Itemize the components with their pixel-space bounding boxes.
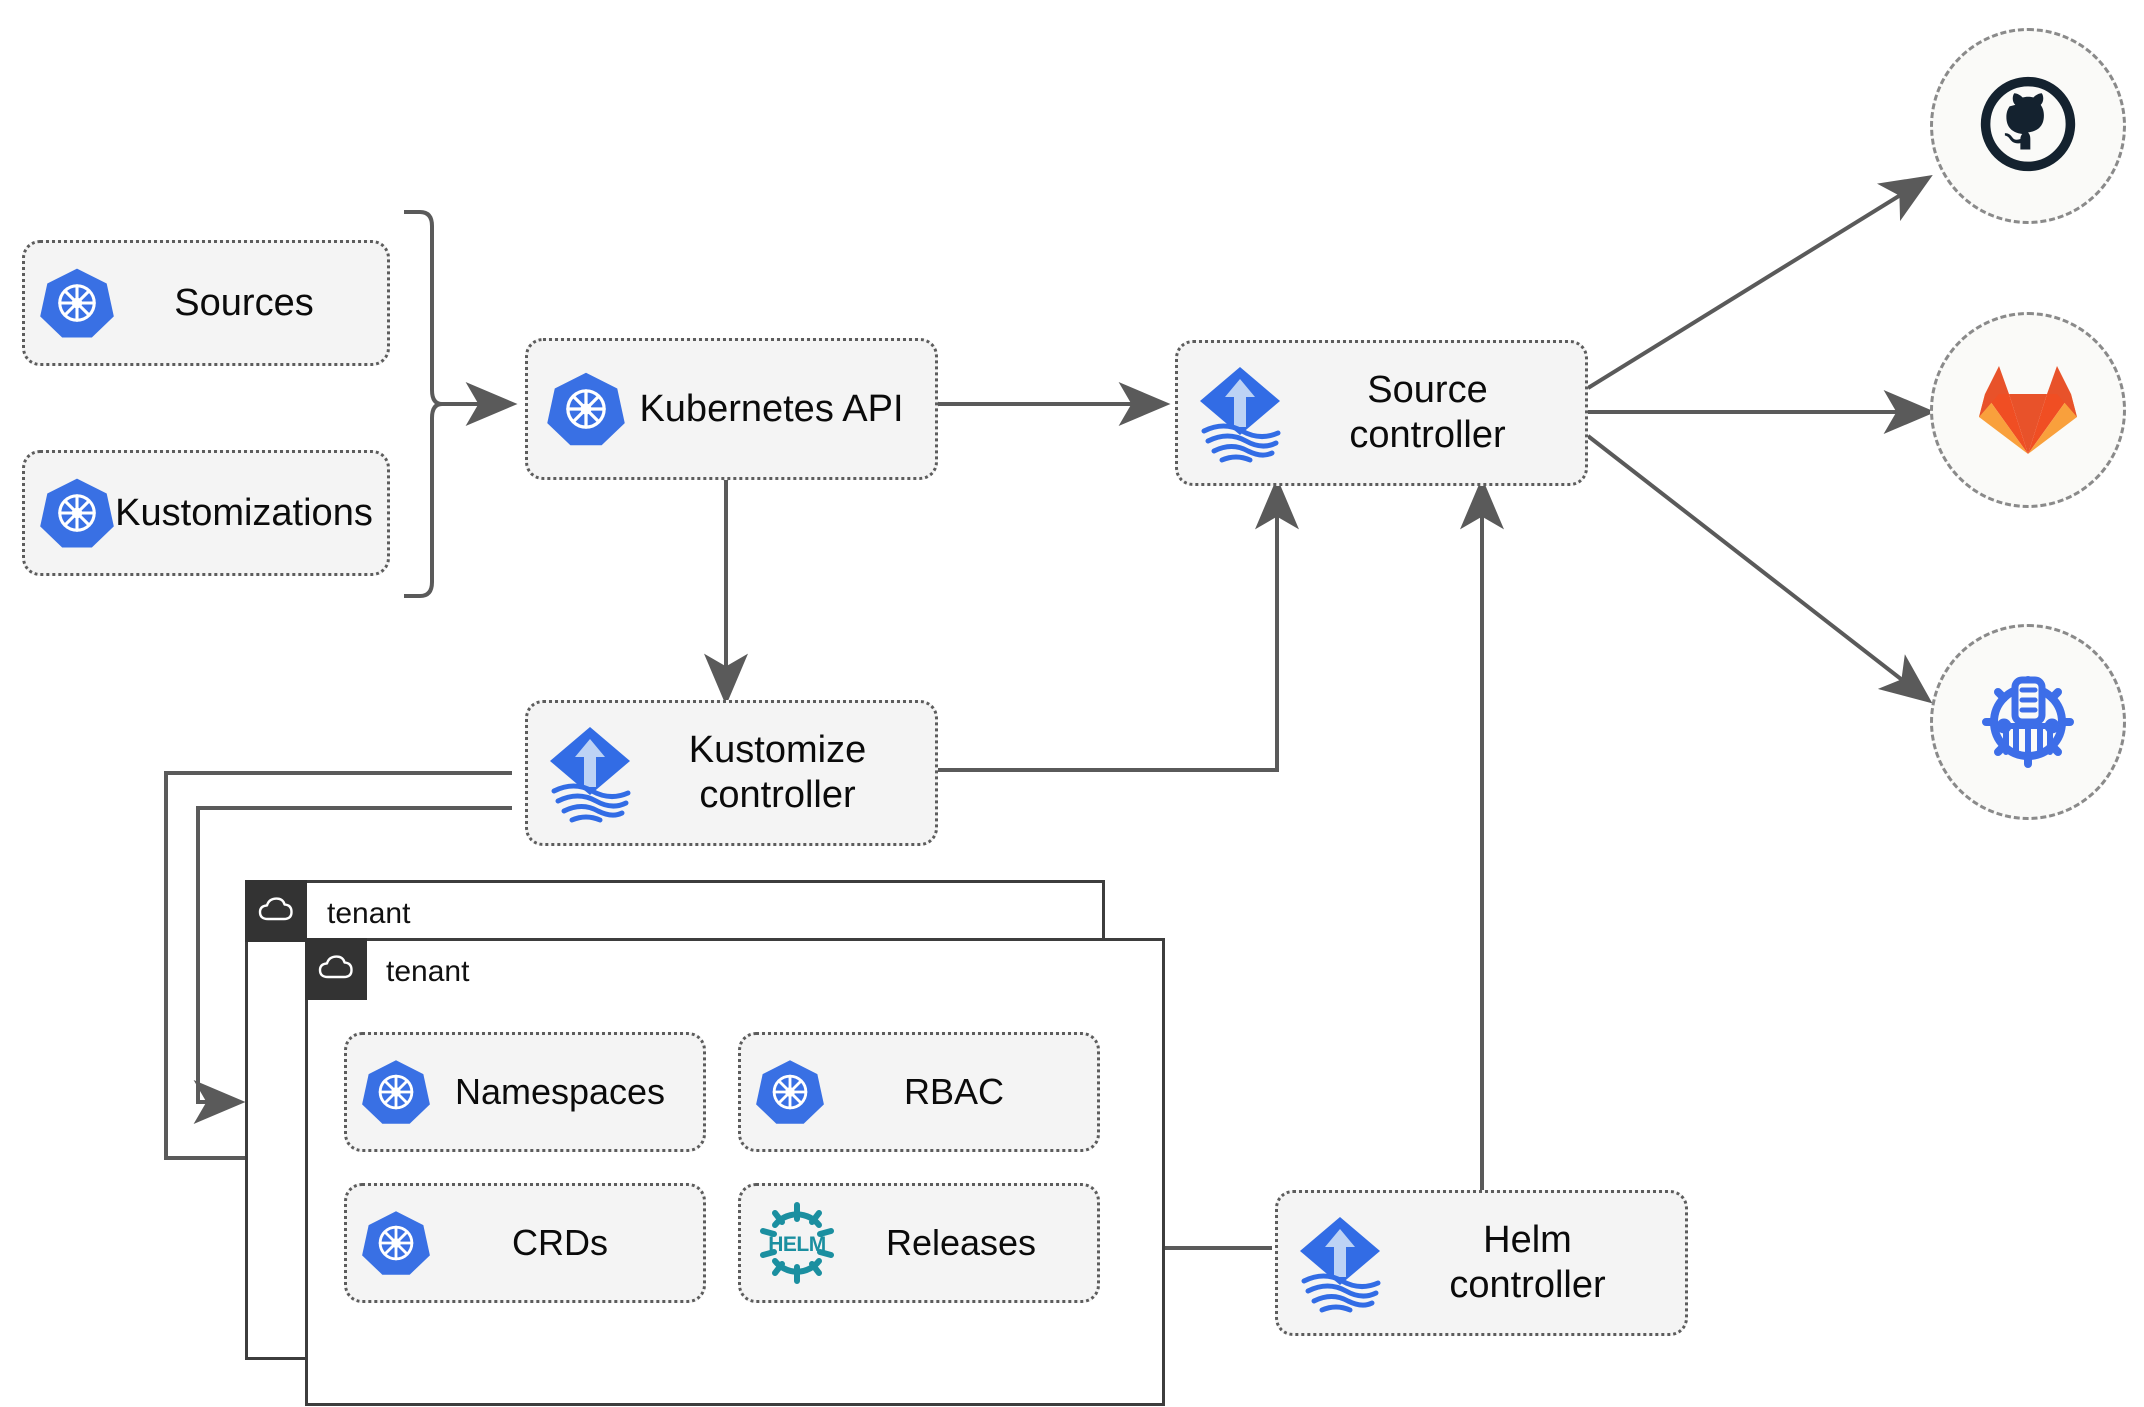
helm-controller-line2: controller (1449, 1264, 1606, 1306)
node-label-source-controller: Source controller (1286, 368, 1569, 458)
kubernetes-icon (39, 265, 115, 341)
kubernetes-icon (361, 1208, 431, 1278)
kustomize-controller-line1: Kustomize (688, 729, 867, 772)
tenant-resource-label-namespaces: Namespaces (454, 1070, 666, 1112)
provider-github[interactable] (1930, 28, 2126, 224)
svg-text:HELM: HELM (768, 1233, 826, 1256)
kustomize-controller-line2: controller (699, 774, 856, 816)
flux-icon (544, 721, 636, 825)
source-controller-line2: controller (1349, 414, 1506, 456)
tenant-1-label: tenant (327, 897, 411, 930)
flux-icon (1194, 361, 1286, 465)
helm-repository-icon (1972, 664, 2084, 781)
source-controller-line1: Source (1367, 369, 1488, 412)
tenant-container-2[interactable] (305, 938, 1165, 1406)
node-label-kustomize-controller: Kustomize controller (636, 728, 919, 818)
flux-icon (1294, 1211, 1386, 1315)
resource-label-sources: Sources (174, 281, 314, 324)
helm-icon: HELM (755, 1201, 839, 1285)
kubernetes-icon (755, 1057, 825, 1127)
kubernetes-icon (361, 1057, 431, 1127)
resource-card-kustomizations[interactable]: Kustomizations (22, 450, 390, 576)
cloud-icon (257, 895, 295, 928)
tenant-resource-label-rbac: RBAC (903, 1070, 1005, 1112)
node-label-kubernetes-api: Kubernetes API (639, 387, 904, 430)
node-kustomize-controller[interactable]: Kustomize controller (525, 700, 938, 846)
provider-gitlab[interactable] (1930, 312, 2126, 508)
kubernetes-icon (39, 475, 115, 551)
tenant-1-tab (245, 880, 307, 942)
tenant-2-label: tenant (386, 955, 470, 988)
node-helm-controller[interactable]: Helm controller (1275, 1190, 1688, 1336)
tenant-resource-crds[interactable]: CRDs (344, 1183, 706, 1303)
tenant-resource-releases[interactable]: HELM Releases (738, 1183, 1100, 1303)
gitlab-icon (1976, 358, 2080, 463)
kubernetes-icon (546, 369, 626, 449)
tenant-resource-label-crds: CRDs (512, 1221, 608, 1263)
tenant-resource-rbac[interactable]: RBAC (738, 1032, 1100, 1152)
resource-card-sources[interactable]: Sources (22, 240, 390, 366)
tenant-resource-label-releases: Releases (885, 1221, 1037, 1263)
resource-label-kustomizations: Kustomizations (115, 491, 373, 534)
github-icon (1975, 71, 2081, 182)
node-kubernetes-api[interactable]: Kubernetes API (525, 338, 938, 480)
tenant-2-tab (305, 938, 367, 1000)
cloud-icon (317, 953, 355, 986)
node-source-controller[interactable]: Source controller (1175, 340, 1588, 486)
helm-controller-line1: Helm (1483, 1219, 1572, 1262)
tenant-resource-namespaces[interactable]: Namespaces (344, 1032, 706, 1152)
node-label-helm-controller: Helm controller (1386, 1218, 1669, 1308)
provider-helm-repository[interactable] (1930, 624, 2126, 820)
